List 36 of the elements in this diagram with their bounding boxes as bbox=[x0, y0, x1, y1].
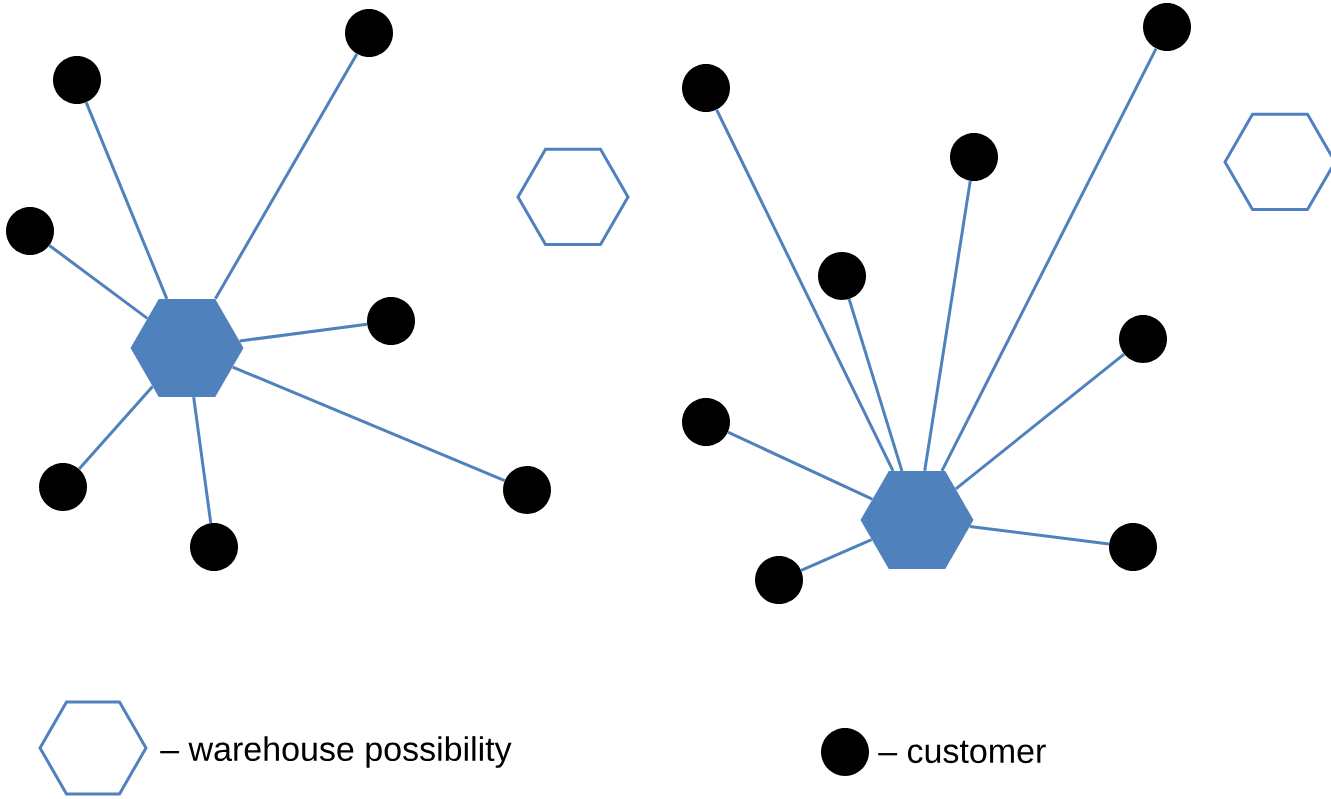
connector-line bbox=[239, 322, 368, 343]
connector-line bbox=[232, 365, 506, 483]
connector-line bbox=[48, 244, 149, 320]
customer-dot bbox=[503, 466, 551, 514]
connector-line bbox=[192, 396, 213, 524]
customer-dot bbox=[190, 523, 238, 571]
customer-dot bbox=[818, 252, 866, 300]
customer-dot bbox=[1119, 315, 1167, 363]
connector-line bbox=[214, 53, 359, 300]
customer-dot bbox=[682, 64, 730, 112]
legend-text: – customer bbox=[878, 740, 1046, 764]
connector-line bbox=[715, 109, 895, 472]
customer-dot bbox=[345, 9, 393, 57]
customer-dot bbox=[53, 56, 101, 104]
customer-dot bbox=[950, 133, 998, 181]
customer-dot bbox=[1109, 523, 1157, 571]
connector-line bbox=[923, 180, 972, 472]
customer-dot bbox=[367, 297, 415, 345]
customer-dot bbox=[682, 398, 730, 446]
customer-dot bbox=[39, 463, 87, 511]
connector-line bbox=[800, 538, 873, 572]
warehouse-hexagon bbox=[130, 299, 244, 397]
hexagon-outline bbox=[516, 147, 630, 247]
customer-dot bbox=[1143, 3, 1191, 51]
legend-text: – warehouse possibility bbox=[160, 736, 512, 768]
warehouse-hexagon bbox=[860, 471, 974, 569]
connector-line bbox=[954, 352, 1126, 491]
customer-dot bbox=[755, 556, 803, 604]
connector-line bbox=[727, 430, 873, 501]
connector-line bbox=[940, 47, 1158, 472]
connector-line bbox=[84, 101, 169, 300]
hexagon-outline bbox=[1223, 112, 1331, 212]
connector-line bbox=[78, 385, 154, 470]
connector-line bbox=[969, 525, 1110, 546]
connector-line bbox=[847, 298, 904, 472]
customer-dot bbox=[6, 207, 54, 255]
